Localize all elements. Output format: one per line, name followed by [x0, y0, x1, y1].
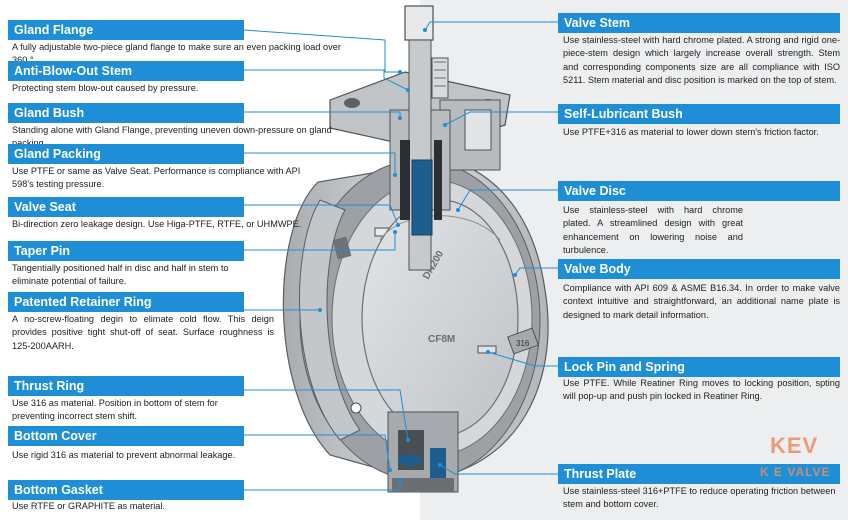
- desc-bottom-gasket: Use RTFE or GRAPHITE as material.: [12, 501, 165, 511]
- label-lock-pin-and-spring: Lock Pin and Spring: [558, 357, 840, 377]
- plate-marking: 316: [516, 339, 530, 348]
- valve-stem: [400, 5, 449, 271]
- desc-valve-seat: Bi-direction zero leakage design. Use Hi…: [12, 219, 302, 229]
- desc-lock-pin-and-spring: Use PTFE. While Reatiner Ring moves to l…: [563, 378, 840, 402]
- desc-valve-disc: Use stainless-steel with hard chrome pla…: [563, 205, 743, 256]
- label-valve-stem: Valve Stem: [558, 13, 840, 33]
- label-taper-pin: Taper Pin: [8, 241, 244, 261]
- label-bottom-gasket: Bottom Gasket: [8, 480, 244, 500]
- desc-patented-retainer-ring: A no-screw-floating degin to elimate col…: [12, 314, 274, 351]
- label-gland-packing: Gland Packing: [8, 144, 244, 164]
- desc-gland-packing: Use PTFE or same as Valve Seat. Performa…: [12, 166, 301, 190]
- desc-taper-pin: Tangentially positioned half in disc and…: [12, 263, 229, 287]
- desc-thrust-ring: Use 316 as material. Position in bottom …: [12, 398, 218, 422]
- label-thrust-plate: Thrust Plate: [558, 464, 840, 484]
- desc-anti-blow-out-stem: Protecting stem blow-out caused by press…: [12, 83, 199, 93]
- logo-main-text: KEV: [770, 433, 819, 458]
- label-anti-blow-out-stem: Anti-Blow-Out Stem: [8, 61, 244, 81]
- desc-valve-stem: Use stainless-steel with hard chrome pla…: [563, 35, 840, 86]
- label-gland-bush: Gland Bush: [8, 103, 244, 123]
- disc-material-marking: CF8M: [428, 334, 455, 345]
- logo-sub-text: K E VALVE: [760, 465, 831, 479]
- label-gland-flange: Gland Flange: [8, 20, 244, 40]
- label-bottom-cover: Bottom Cover: [8, 426, 244, 446]
- label-valve-seat: Valve Seat: [8, 197, 244, 217]
- desc-gland-bush: Standing alone with Gland Flange, preven…: [12, 125, 332, 148]
- label-patented-retainer-ring: Patented Retainer Ring: [8, 292, 244, 312]
- label-valve-disc: Valve Disc: [558, 181, 840, 201]
- desc-bottom-cover: Use rigid 316 as material to prevent abn…: [12, 450, 236, 460]
- leader-lines: [243, 21, 558, 491]
- desc-gland-flange: A fully adjustable two-piece gland flang…: [12, 42, 341, 65]
- desc-valve-body: Compliance with API 609 & ASME B16.34. I…: [563, 283, 840, 320]
- valve-disc: DN200 CF8M: [361, 199, 519, 437]
- label-self-lubricant-bush: Self-Lubricant Bush: [558, 104, 840, 124]
- label-thrust-ring: Thrust Ring: [8, 376, 244, 396]
- kev-logo: KEV K E VALVE: [758, 433, 846, 485]
- desc-thrust-plate: Use stainless-steel 316+PTFE to reduce o…: [563, 486, 836, 510]
- desc-self-lubricant-bush: Use PTFE+316 as material to lower down s…: [563, 127, 819, 137]
- label-valve-body: Valve Body: [558, 259, 840, 279]
